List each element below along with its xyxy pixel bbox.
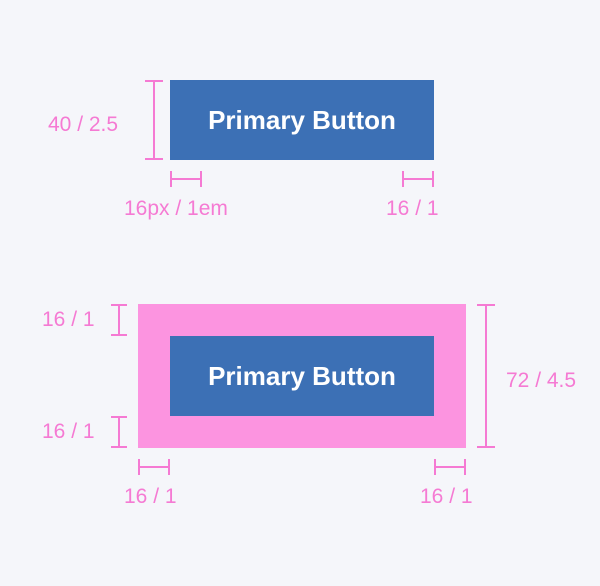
top-right-padding-label: 16 / 1 — [386, 197, 439, 220]
bottom-left-padding-label: 16 / 1 — [124, 485, 177, 508]
bottom-top-padding-bracket — [111, 304, 127, 336]
top-height-label: 40 / 2.5 — [48, 113, 119, 136]
bottom-total-height-bracket — [477, 304, 495, 448]
primary-button-bottom-label: Primary Button — [208, 360, 396, 391]
top-left-padding-bracket — [170, 171, 202, 187]
primary-button-top[interactable]: Primary Button — [170, 80, 434, 160]
bottom-total-height-label: 72 / 4.5 — [506, 369, 577, 392]
top-right-padding-bracket — [402, 171, 434, 187]
top-left-padding-label: 16px / 1em — [124, 197, 228, 220]
bottom-bottom-padding-bracket — [111, 416, 127, 448]
primary-button-top-label: Primary Button — [208, 104, 396, 135]
bottom-right-padding-label: 16 / 1 — [420, 485, 473, 508]
bottom-left-padding-bracket — [138, 459, 170, 475]
primary-button-bottom[interactable]: Primary Button — [170, 336, 434, 416]
bottom-right-padding-bracket — [434, 459, 466, 475]
bottom-top-padding-label: 16 / 1 — [42, 308, 95, 331]
bottom-bottom-padding-label: 16 / 1 — [42, 420, 95, 443]
top-height-bracket — [145, 80, 163, 160]
